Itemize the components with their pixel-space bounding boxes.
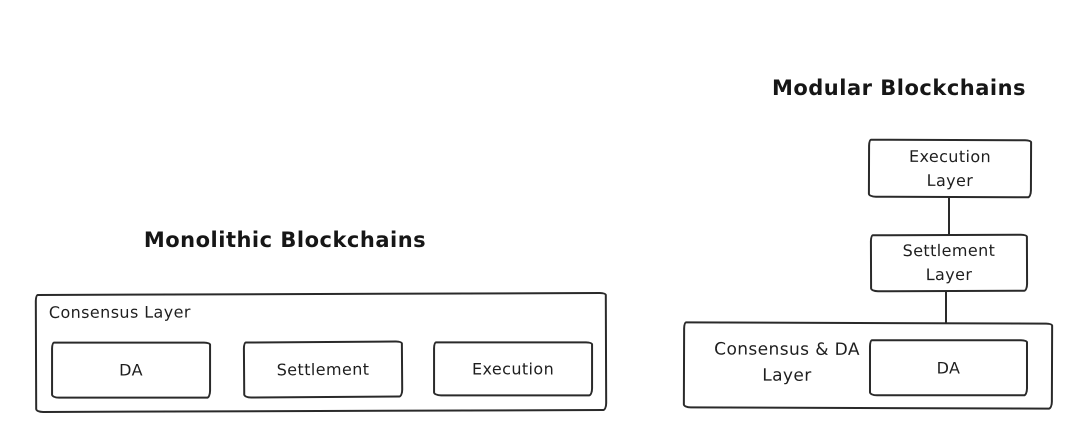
monolithic-block-settlement-label: Settlement — [276, 359, 370, 380]
modular-execution-layer-line1: Execution — [908, 146, 992, 166]
monolithic-block-settlement: Settlement — [242, 340, 404, 399]
modular-execution-layer-box: Execution Layer — [867, 138, 1033, 199]
connector-execution-settlement — [948, 197, 950, 235]
consensus-layer-label: Consensus Layer — [48, 302, 191, 322]
modular-settlement-layer-box: Settlement Layer — [869, 233, 1029, 293]
modular-execution-layer-line2: Layer — [926, 170, 974, 190]
modular-title: Modular Blockchains — [771, 76, 1027, 100]
modular-settlement-layer-line1: Settlement — [902, 240, 996, 261]
modular-settlement-layer-line2: Layer — [925, 264, 973, 285]
monolithic-container-box: Consensus Layer DA Settlement Execution — [34, 292, 608, 413]
modular-settlement-layer-label: Settlement Layer — [872, 236, 1026, 291]
modular-da-block: DA — [868, 339, 1028, 397]
modular-consensus-da-layer-box: Consensus & DA Layer DA — [682, 321, 1054, 410]
modular-da-block-label: DA — [936, 358, 961, 378]
modular-execution-layer-label: Execution Layer — [870, 141, 1030, 197]
monolithic-block-da: DA — [51, 341, 212, 399]
monolithic-block-execution: Execution — [433, 341, 594, 397]
monolithic-block-execution-label: Execution — [471, 359, 555, 379]
modular-consensus-da-layer-label: Consensus & DA Layer — [689, 337, 885, 389]
monolithic-title: Monolithic Blockchains — [143, 228, 427, 252]
connector-settlement-consensus — [945, 291, 947, 324]
modular-consensus-da-line2: Layer — [762, 365, 812, 386]
monolithic-block-da-label: DA — [119, 360, 143, 380]
modular-consensus-da-line1: Consensus & DA — [714, 339, 860, 360]
